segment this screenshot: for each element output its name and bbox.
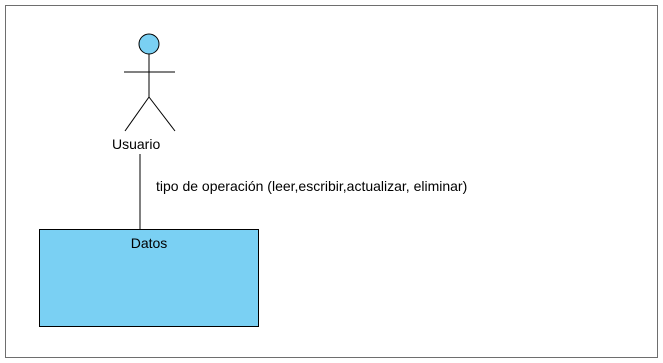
actor-head bbox=[138, 33, 160, 55]
actor-right-leg bbox=[148, 96, 176, 132]
diagram-frame bbox=[5, 5, 658, 358]
entity-name-label: Datos bbox=[130, 235, 168, 251]
entity-box[interactable]: Datos bbox=[39, 229, 259, 327]
association-label: tipo de operación (leer,escribir,actuali… bbox=[156, 178, 468, 194]
actor-name-label: Usuario bbox=[112, 136, 161, 152]
actor-left-leg bbox=[124, 96, 150, 132]
actor-icon[interactable] bbox=[124, 33, 176, 132]
